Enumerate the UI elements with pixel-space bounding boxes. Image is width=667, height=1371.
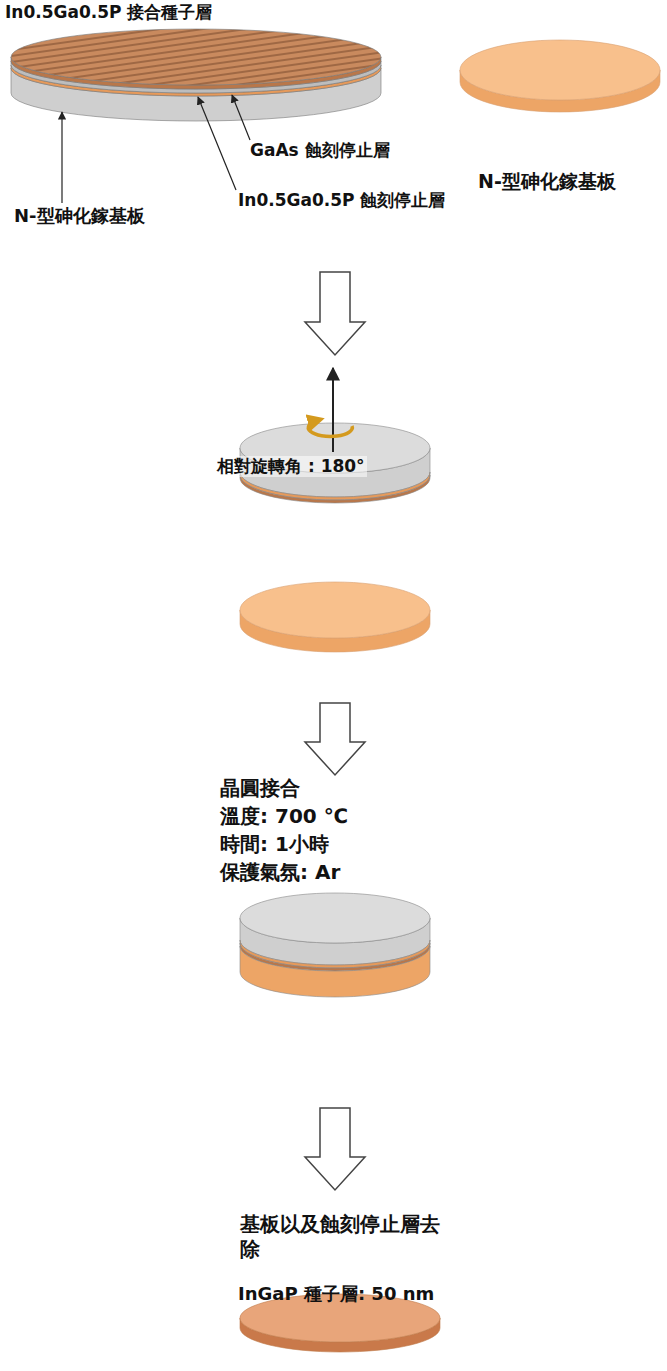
substrate-side: [240, 946, 430, 997]
substrate-top: [240, 582, 430, 638]
step-arrow: [305, 272, 365, 355]
layer-label: GaAs 蝕刻停止層: [250, 140, 390, 161]
layer-label: In0.5Ga0.5P 接合種子層: [5, 2, 212, 23]
process-condition: 溫度: 700 ℃: [220, 804, 348, 829]
bonded-wafer: [240, 893, 430, 997]
substrate-wafer: [460, 40, 660, 112]
step-arrow: [305, 703, 365, 775]
seed-wafer: [11, 29, 381, 121]
process-step: 基板以及蝕刻停止層去除: [240, 1212, 445, 1262]
rotation-label: 相對旋轉角 : 180°: [215, 456, 367, 477]
step-arrows: [305, 272, 365, 1190]
rotation-axis: [332, 368, 334, 452]
seed-top: [11, 29, 381, 85]
leader-lines: [62, 95, 250, 203]
rotation-symbol: [308, 368, 352, 452]
seed-band: [240, 475, 430, 503]
thickness-label: InGaP 種子層: 50 nm: [238, 1283, 434, 1306]
process-condition: 時間: 1小時: [220, 832, 329, 857]
substrate-label: N-型砷化鎵基板: [14, 205, 145, 228]
substrate-wafer: [240, 582, 430, 652]
leader-line: [61, 112, 62, 203]
step-arrow: [305, 1108, 365, 1190]
leader-line: [198, 97, 236, 190]
substrate-label: N-型砷化鎵基板: [478, 170, 616, 194]
rotation-arrow: [308, 420, 352, 436]
substrate-top: [240, 893, 430, 943]
layer-label: In0.5Ga0.5P 蝕刻停止層: [238, 190, 445, 211]
leader-line: [232, 95, 250, 140]
substrate-top: [460, 40, 660, 100]
process-title: 晶圓接合: [220, 776, 300, 801]
process-condition: 保護氣氛: Ar: [220, 860, 340, 885]
